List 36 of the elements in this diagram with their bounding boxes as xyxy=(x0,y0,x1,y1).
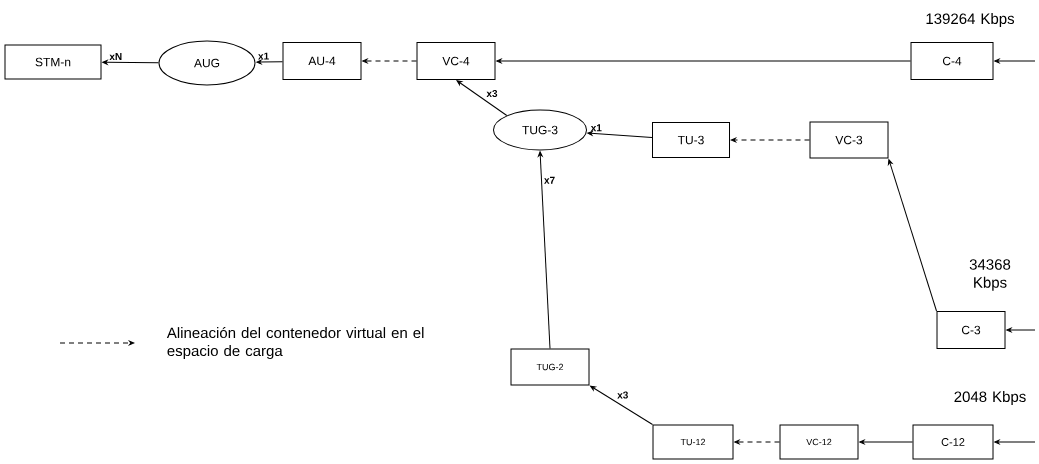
arrow xyxy=(587,131,653,138)
edge-label: x3 xyxy=(486,89,498,98)
rate-label: 34368 Kbps xyxy=(969,259,1011,291)
edge-label: x3 xyxy=(617,391,628,399)
process-box: STM-n xyxy=(4,44,102,80)
process-box: C-4 xyxy=(910,42,994,80)
arrow xyxy=(1006,327,1036,333)
legend-text: Alineación del contenedor virtual en el espacio de carga xyxy=(166,326,424,360)
arrow xyxy=(496,58,911,64)
arrow xyxy=(256,59,283,65)
process-box: C-3 xyxy=(936,311,1006,349)
arrow xyxy=(590,385,653,425)
edge-label: x1 xyxy=(258,52,269,60)
arrow xyxy=(994,439,1036,445)
arrow xyxy=(362,58,417,64)
arrow xyxy=(887,159,937,312)
process-box: TU-3 xyxy=(652,122,730,158)
edge-label: x1 xyxy=(590,124,602,132)
edge-label: xN xyxy=(109,53,122,60)
arrow xyxy=(730,137,810,143)
process-box: TUG-2 xyxy=(510,348,590,386)
edge-label: x7 xyxy=(544,176,555,184)
process-box: VC-3 xyxy=(809,121,889,159)
process-box: VC-12 xyxy=(779,424,859,460)
process-box: VC-4 xyxy=(416,42,496,80)
arrow xyxy=(734,439,780,445)
arrow xyxy=(102,60,159,65)
process-box: TU-12 xyxy=(652,424,734,460)
arrow xyxy=(859,439,913,445)
arrow xyxy=(456,80,508,116)
process-box: AU-4 xyxy=(282,42,362,80)
rate-label: 2048 Kbps xyxy=(954,391,1026,405)
rate-label: 139264 Kbps xyxy=(926,13,1015,27)
arrow xyxy=(994,58,1036,64)
process-box: C-12 xyxy=(912,424,994,460)
arrow xyxy=(537,151,551,349)
